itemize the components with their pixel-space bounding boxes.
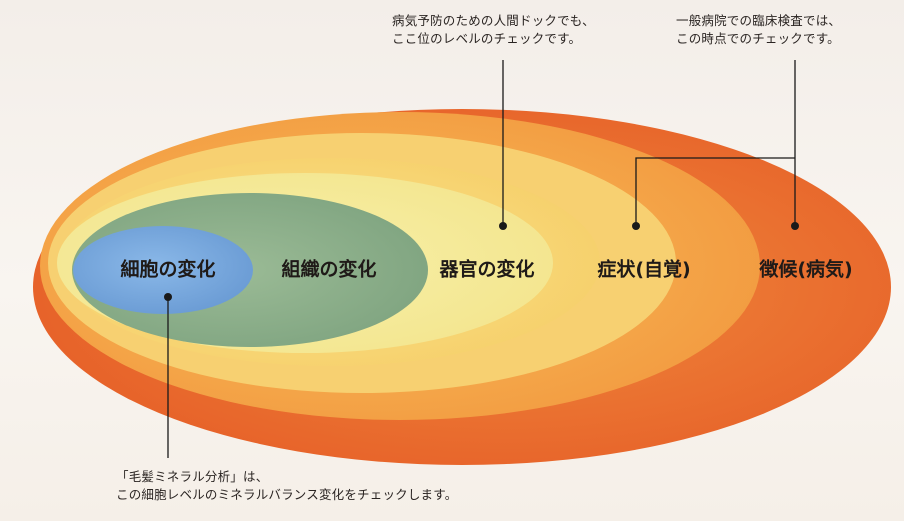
dock-note-line1: 病気予防のための人間ドックでも、 (392, 13, 595, 28)
hospital-branch-line (635, 157, 795, 226)
dock-note: 病気予防のための人間ドックでも、 ここ位のレベルのチェックです。 (392, 12, 595, 48)
hospital-note-line1: 一般病院での臨床検査では、 (676, 13, 842, 28)
hair-note-line1: 「毛髪ミネラル分析」は、 (116, 469, 269, 484)
hospital-callout-dot-sign (791, 222, 799, 230)
hair-note-line2: この細胞レベルのミネラルバランス変化をチェックします。 (116, 487, 458, 502)
zone-cell-ellipse (73, 226, 253, 314)
cell-change-label: 細胞の変化 (120, 258, 215, 281)
symptom-label: 症状(自覚) (597, 258, 690, 281)
hair-analysis-note: 「毛髪ミネラル分析」は、 この細胞レベルのミネラルバランス変化をチェックします。 (116, 468, 457, 504)
hospital-note-line2: この時点でのチェックです。 (676, 31, 840, 46)
dock-callout-dot (499, 222, 507, 230)
tissue-change-label: 組織の変化 (281, 258, 376, 281)
hospital-note: 一般病院での臨床検査では、 この時点でのチェックです。 (676, 12, 841, 48)
organ-change-label: 器官の変化 (438, 258, 534, 281)
dock-note-line2: ここ位のレベルのチェックです。 (392, 31, 582, 46)
hospital-callout-dot-symptom (632, 222, 640, 230)
sign-label: 徴候(病気) (758, 258, 852, 281)
hair-callout-dot (164, 293, 172, 301)
